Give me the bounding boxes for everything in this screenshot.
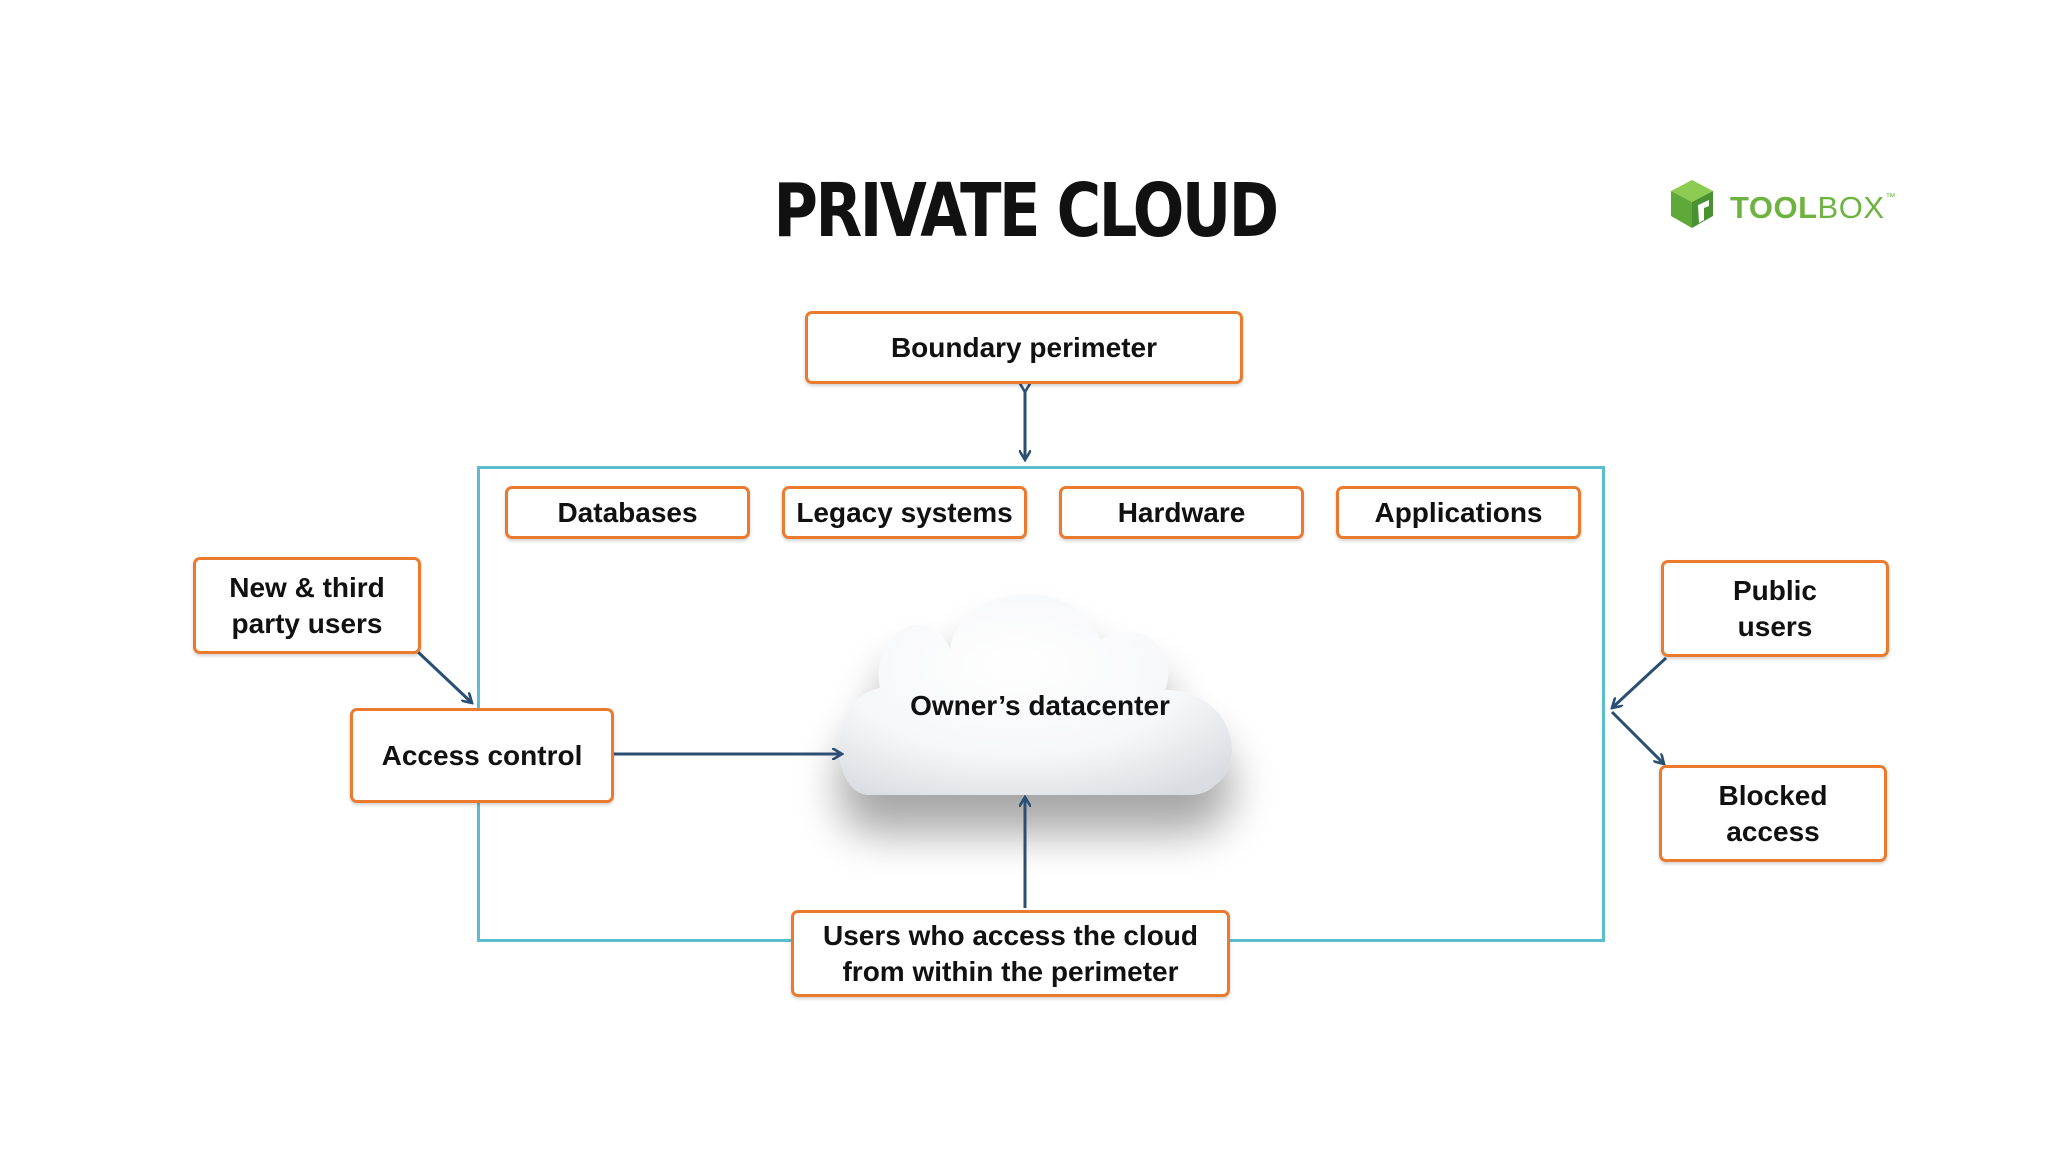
logo-wordmark: TOOLBOX™: [1730, 190, 1897, 225]
toolbox-logo: TOOLBOX™: [1668, 178, 1898, 234]
node-legacy-systems: Legacy systems: [782, 486, 1027, 539]
arrow-perimeter-to-blocked: [1610, 710, 1664, 764]
arrow-public-to-perimeter: [1612, 656, 1668, 708]
node-new-third-party-users: New & third party users: [193, 557, 421, 654]
node-public-users: Public users: [1661, 560, 1889, 657]
node-internal-users: Users who access the cloud from within t…: [791, 910, 1230, 997]
arrow-new-users-to-access: [416, 650, 472, 703]
node-owners-datacenter: Owner’s datacenter: [910, 690, 1170, 721]
node-hardware: Hardware: [1059, 486, 1304, 539]
node-databases: Databases: [505, 486, 750, 539]
node-applications: Applications: [1336, 486, 1581, 539]
diagram-title: PRIVATE CLOUD: [773, 168, 1280, 254]
node-boundary-perimeter: Boundary perimeter: [805, 311, 1243, 384]
green-cube-icon: [1671, 180, 1713, 228]
node-access-control: Access control: [350, 708, 614, 803]
cloud-shape: [839, 594, 1233, 795]
node-blocked-access: Blocked access: [1659, 765, 1887, 862]
